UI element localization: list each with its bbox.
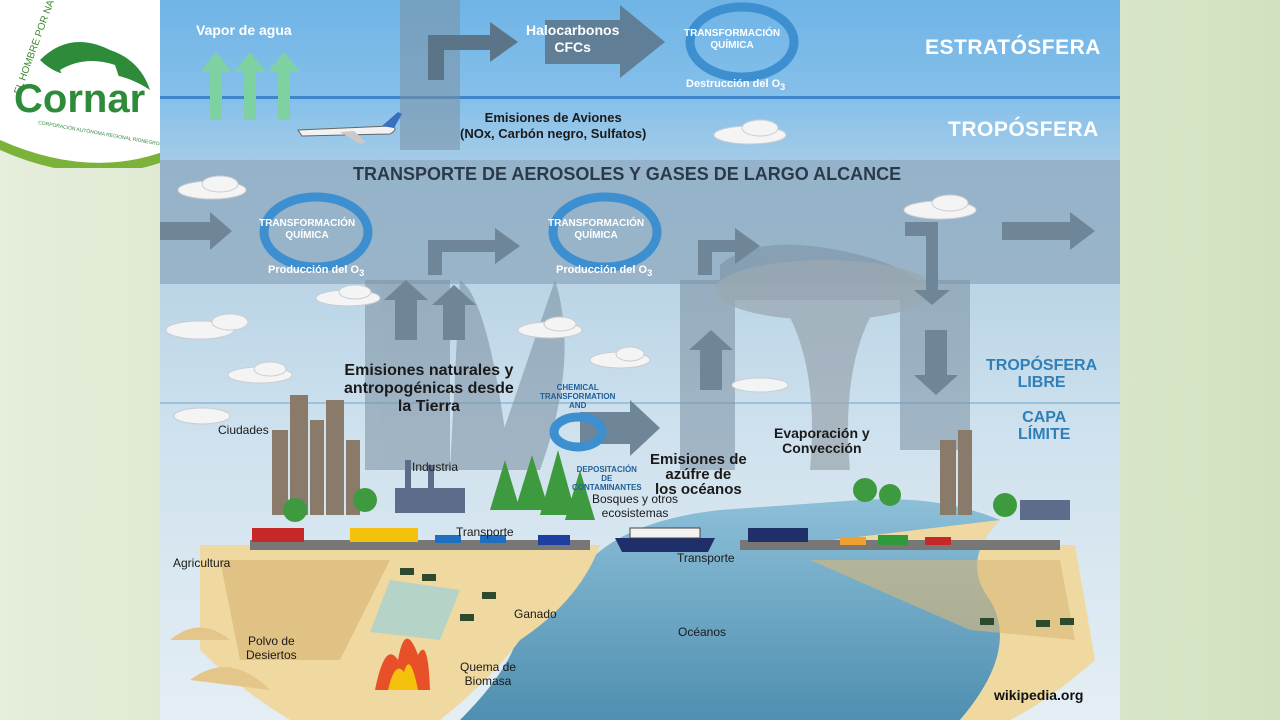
vehicles (252, 528, 951, 545)
boundary-layer-line-1: CAPA (1022, 409, 1067, 426)
water-vapor-label: Vapor de agua (196, 22, 292, 38)
stratosphere-label: ESTRATÓSFERA (925, 36, 1101, 59)
aircraft-line-1: Emisiones de Aviones (484, 110, 622, 125)
forests-line-2: ecosistemas (601, 506, 669, 520)
water-vapor-arrows (200, 52, 300, 120)
boundary-layer-line-2: LÍMITE (1018, 426, 1071, 443)
agriculture-label: Agricultura (173, 556, 231, 570)
stratosphere-arrows (428, 5, 665, 80)
halocarbons-label: Halocarbonos CFCs (526, 22, 619, 56)
industry-buildings (395, 460, 1070, 520)
natural-line-1: Emisiones naturales y (344, 362, 514, 379)
band-arrows (160, 212, 1095, 305)
chemical-line-2: TRANSFORMATION (540, 392, 616, 401)
o3-production-label-left: Producción del O3 (268, 264, 364, 278)
sulfur-line-2: azúfre de (665, 466, 732, 483)
deposition-label: DEPOSITACIÓN DE CONTAMINANTES (572, 465, 642, 492)
deposition-line-2: DE (601, 474, 613, 483)
o3-production-left-text: Producción del O (268, 264, 360, 276)
boundary-layer-label: CAPA LÍMITE (1018, 409, 1070, 443)
deposition-line-1: DEPOSITACIÓN (576, 465, 637, 474)
oceans-label: Océanos (678, 625, 727, 639)
chemical-transformation-label: CHEMICAL TRANSFORMATION AND (540, 383, 615, 410)
boundary-line (160, 402, 1120, 404)
o3-production-label-center: Producción del O3 (556, 264, 652, 278)
aircraft-emissions-label: Emisiones de Aviones (NOx, Carbón negro,… (460, 110, 646, 142)
agriculture-fields (220, 560, 390, 660)
land-transport-label: Transporte (456, 525, 514, 539)
industry-label: Industria (412, 460, 459, 474)
tropopause-line (160, 96, 1120, 99)
forests-label: Bosques y otros ecosistemas (592, 492, 678, 520)
ship (615, 527, 715, 552)
atmosphere-diagram: ESTRATÓSFERA TROPÓSFERA TRANSPORTE DE AE… (160, 0, 1120, 720)
troposphere-label: TROPÓSFERA (948, 118, 1099, 141)
o3-production-center-sub: 3 (647, 268, 653, 279)
sea-transport-label: Transporte (677, 551, 735, 565)
aircraft-line-2: (NOx, Carbón negro, Sulfatos) (460, 126, 647, 141)
chemical-cycles (259, 2, 799, 452)
free-troposphere-label: TROPÓSFERA LIBRE (986, 357, 1097, 391)
o3-subscript: 3 (780, 82, 786, 93)
transformation-center-line-1: TRANSFORMACIÓN (548, 218, 645, 229)
chemical-line-1: CHEMICAL (556, 383, 599, 392)
sulfur-line-3: los océanos (655, 481, 742, 498)
forests-line-1: Bosques y otros (592, 492, 679, 506)
desert-line-1: Polvo de (247, 634, 295, 648)
evaporation-line-1: Evaporación y (774, 425, 870, 441)
transformation-label-left: TRANSFORMACIÓN QUÍMICA (259, 218, 355, 242)
livestock-label: Ganado (514, 607, 557, 621)
natural-line-2: antropogénicas desde (344, 380, 514, 397)
free-troposphere-line-2: LIBRE (1017, 374, 1066, 391)
o3-destruction-text: Destrucción del O (686, 78, 781, 90)
desert-dust-label: Polvo de Desiertos (246, 634, 297, 662)
transformation-line-2: QUÍMICA (710, 40, 754, 51)
logo-brand: Cornar (14, 77, 145, 121)
biomass-fire (375, 638, 430, 690)
logo-emblem: EL HOMBRE POR NATU Cornar CORPORACIÓN AU… (0, 0, 169, 173)
transformation-line-1: TRANSFORMACIÓN (684, 28, 781, 39)
transformation-label-center: TRANSFORMACIÓN QUÍMICA (548, 218, 644, 242)
halocarbons-line-2: CFCs (554, 39, 591, 55)
source-credit: wikipedia.org (994, 687, 1084, 703)
aircraft (297, 112, 402, 144)
transformation-label-strat: TRANSFORMACIÓN QUÍMICA (684, 28, 780, 52)
transformation-left-line-2: QUÍMICA (285, 230, 329, 241)
desert-dunes (170, 627, 270, 690)
sulfur-line-1: Emisiones de (650, 451, 747, 468)
right-fields (810, 560, 1075, 640)
clouds (165, 119, 977, 425)
left-road (250, 540, 590, 550)
o3-destruction-label: Destrucción del O3 (686, 78, 785, 92)
cornare-logo: EL HOMBRE POR NATU Cornar CORPORACIÓN AU… (0, 0, 169, 173)
diagram-canvas (160, 0, 1120, 720)
o3-production-center-text: Producción del O (556, 264, 648, 276)
surface-up-arrows (384, 280, 958, 456)
convection-cloud (715, 260, 935, 470)
forest (283, 450, 1017, 522)
deposition-line-3: CONTAMINANTES (572, 483, 642, 492)
cities-label: Ciudades (218, 423, 269, 437)
long-range-transport-label: TRANSPORTE DE AEROSOLES Y GASES DE LARGO… (353, 164, 902, 184)
greenhouse (370, 580, 460, 640)
free-troposphere-line-1: TROPÓSFERA (986, 357, 1098, 374)
chemical-line-3: AND (569, 401, 587, 410)
desert-line-2: Desiertos (246, 648, 297, 662)
evaporation-line-2: Convección (782, 440, 862, 456)
biomass-line-1: Quema de (460, 660, 517, 674)
halocarbons-line-1: Halocarbonos (526, 22, 620, 38)
evaporation-label: Evaporación y Convección (774, 426, 870, 456)
ocean-sulfur-label: Emisiones de azúfre de los océanos (650, 452, 747, 497)
biomass-burning-label: Quema de Biomasa (460, 660, 516, 688)
o3-production-left-sub: 3 (359, 268, 365, 279)
transformation-left-line-1: TRANSFORMACIÓN (259, 218, 356, 229)
natural-emissions-label: Emisiones naturales y antropogénicas des… (344, 362, 514, 416)
natural-line-3: la Tierra (397, 398, 460, 415)
ocean (460, 499, 1000, 720)
livestock (400, 568, 1074, 627)
transformation-center-line-2: QUÍMICA (574, 230, 618, 241)
biomass-line-2: Biomasa (464, 674, 512, 688)
